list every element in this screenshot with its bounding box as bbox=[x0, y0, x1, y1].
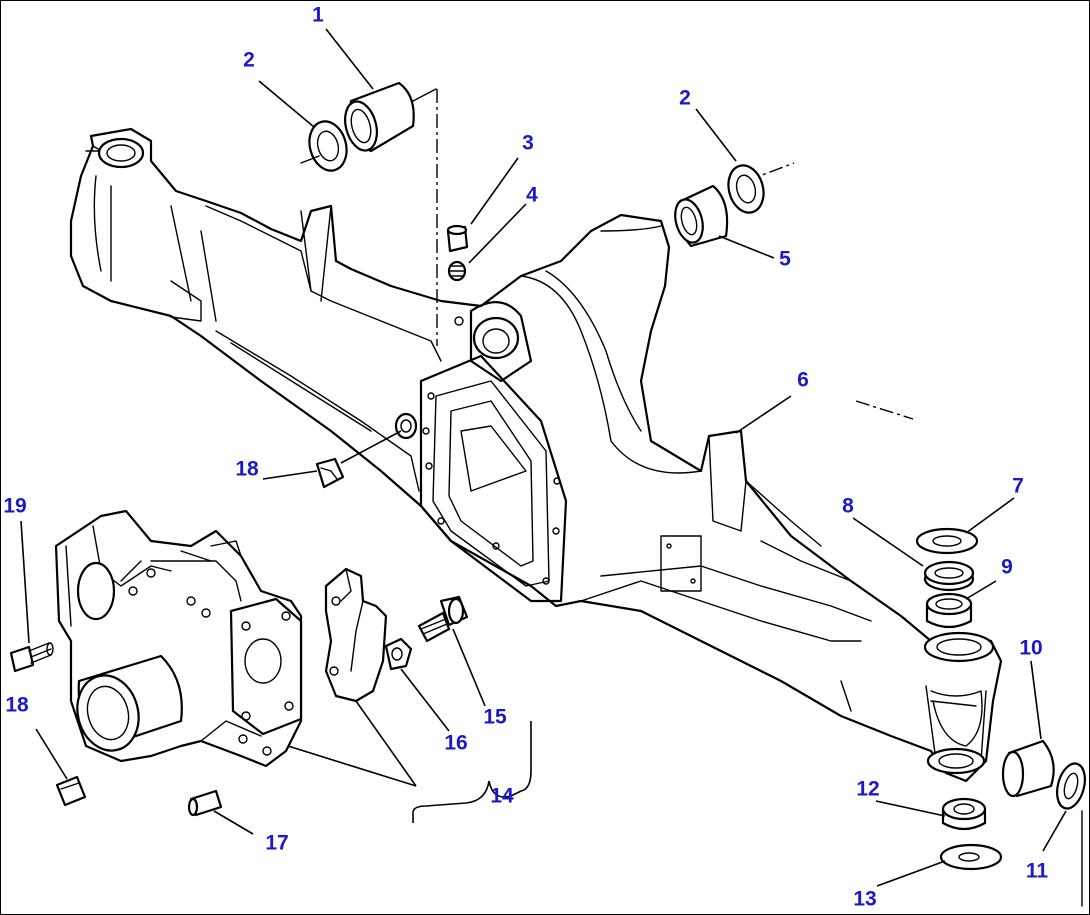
bushing-9 bbox=[925, 592, 973, 629]
callout-18-center: 18 bbox=[235, 457, 259, 481]
seal-2-right bbox=[727, 164, 765, 214]
callout-18-left: 18 bbox=[5, 693, 29, 717]
callout-13: 13 bbox=[853, 887, 877, 911]
bushing-10 bbox=[1001, 739, 1055, 798]
nut-16 bbox=[384, 637, 413, 671]
axle-housing bbox=[69, 127, 1003, 783]
bolt-15 bbox=[417, 595, 469, 643]
brace-14 bbox=[412, 721, 532, 823]
bushing-12 bbox=[941, 797, 987, 831]
callout-10: 10 bbox=[1019, 636, 1043, 660]
bolt-19 bbox=[9, 642, 54, 673]
support-block bbox=[54, 509, 303, 768]
bushing-5 bbox=[674, 184, 729, 248]
callout-17: 17 bbox=[265, 831, 289, 855]
callout-6: 6 bbox=[797, 368, 809, 392]
plug-18-left bbox=[55, 775, 87, 807]
callout-2-left: 2 bbox=[243, 48, 255, 72]
callout-15: 15 bbox=[483, 705, 507, 729]
washer-7 bbox=[915, 527, 979, 555]
callout-4: 4 bbox=[526, 183, 538, 207]
grease-fitting-4 bbox=[447, 260, 467, 326]
callout-8: 8 bbox=[842, 494, 854, 518]
pin-17 bbox=[187, 789, 223, 817]
callout-16: 16 bbox=[444, 731, 468, 755]
seal-11 bbox=[1056, 762, 1086, 810]
washer-13 bbox=[939, 843, 1003, 871]
seal-8 bbox=[923, 560, 975, 592]
callout-3: 3 bbox=[522, 131, 534, 155]
callout-9: 9 bbox=[1001, 555, 1013, 579]
callout-14: 14 bbox=[490, 784, 514, 808]
callout-11: 11 bbox=[1025, 859, 1049, 883]
cap-3 bbox=[446, 224, 469, 253]
leader-lines bbox=[20, 28, 1067, 887]
seal-2-left bbox=[300, 120, 348, 172]
callout-2-right: 2 bbox=[679, 86, 691, 110]
callout-12: 12 bbox=[856, 777, 880, 801]
callout-5: 5 bbox=[779, 247, 791, 271]
plug-18-center bbox=[315, 457, 345, 489]
cap-14 bbox=[324, 567, 388, 703]
bushing-1 bbox=[344, 81, 415, 153]
callout-1: 1 bbox=[312, 3, 324, 27]
callout-19: 19 bbox=[3, 494, 27, 518]
callout-7: 7 bbox=[1012, 474, 1024, 498]
